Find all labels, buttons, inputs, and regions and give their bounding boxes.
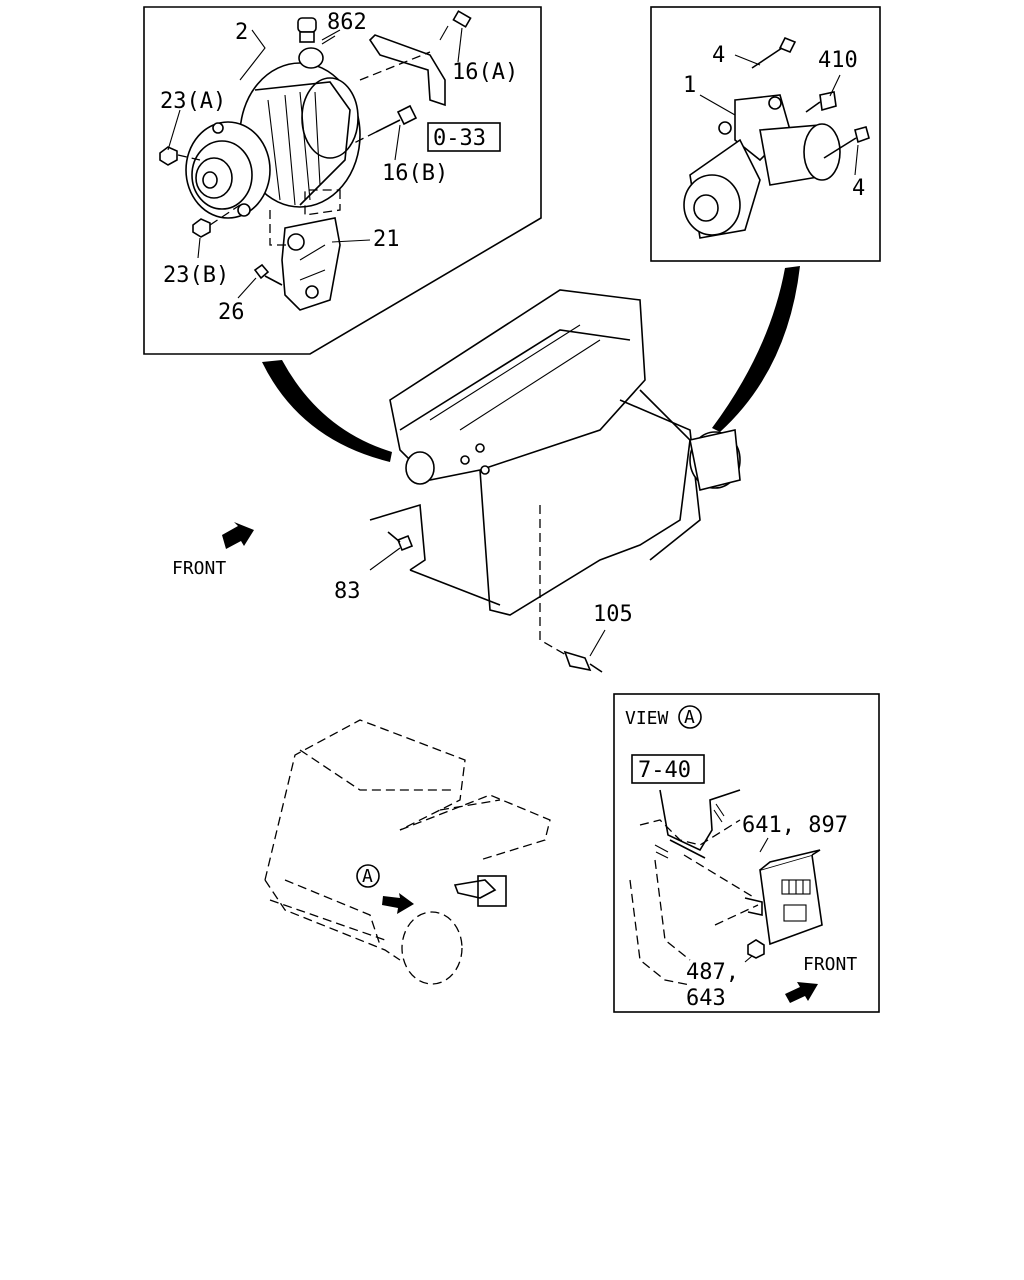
engine-front-label: FRONT [172,558,226,579]
ref-box-frame [427,122,501,152]
starter-inset: 4 1 410 4 [650,6,881,262]
view-a-marker: A [684,707,695,728]
cap-part [297,17,336,69]
callout-sensor-105: 105 [593,602,633,627]
callout-nut-643: 643 [686,986,726,1011]
view-a-title: VIEW [625,708,669,729]
vehicle-direction-arrow-icon [382,893,414,914]
sensor-105-part [539,505,606,673]
bolt-83-part [369,531,414,571]
view-a-front-label: FRONT [803,954,857,975]
starter-drawing [683,94,841,239]
callout-bolt-16b: 16(B) [382,161,448,186]
engine-drawing [369,289,741,616]
bracket-21-part [269,189,341,311]
nut-23a-part [159,146,201,166]
callout-starter-bolt-bottom: 4 [852,176,865,201]
starter-leaders [699,54,859,176]
ref-box-7-40-frame [631,754,705,784]
alternator-drawing [185,62,361,219]
ref-box-0-33: 0-33 [433,126,486,151]
bolt-16b-part [349,104,418,146]
nut-23b-part [192,204,241,238]
view-a-inset: VIEW A 7-40 641, 897 487, 643 [613,693,880,1013]
starter-connector [712,266,800,432]
callout-bolt-26: 26 [218,300,245,325]
callout-starter-bolt-410: 410 [818,48,858,73]
callout-bolt-16a: 16(A) [452,60,518,85]
starter-bolt-410-part [805,91,837,113]
callout-starter-bolt-top: 4 [712,43,725,68]
alternator-inset: 2 862 16(A) 0-33 23(A) 16(B) 21 23(B) 26 [143,6,542,355]
starter-inset-frame [650,6,881,262]
view-a-drawing [629,789,823,986]
vehicle-view-marker: A [362,866,373,887]
bolt-16a-part [359,10,472,107]
starter-bolt-bottom-part [823,126,870,159]
alternator-connector [262,360,392,462]
callout-nut-23b: 23(B) [163,263,229,288]
callout-nut-23a: 23(A) [160,89,226,114]
alternator-inset-frame [143,6,542,355]
view-a-inset-frame [613,693,880,1013]
callout-bracket-21: 21 [373,227,400,252]
vehicle-drawing: A [264,719,551,985]
bolt-26-part [253,263,283,286]
callout-starter: 1 [683,73,696,98]
callout-cap: 862 [327,10,367,35]
starter-bolt-top-part [751,36,797,69]
callout-unit-641-897: 641, 897 [742,813,848,838]
ref-box-7-40: 7-40 [638,758,691,783]
view-a-front-arrow-icon [785,982,818,1003]
vehicle-view-marker-circle [356,864,380,888]
alternator-leaders [167,27,463,299]
callout-bolt-83: 83 [334,579,361,604]
callout-alternator: 2 [235,20,248,45]
front-arrow-icon [222,522,254,549]
view-a-marker-circle [678,705,702,729]
callout-nut-487: 487, [686,960,739,985]
